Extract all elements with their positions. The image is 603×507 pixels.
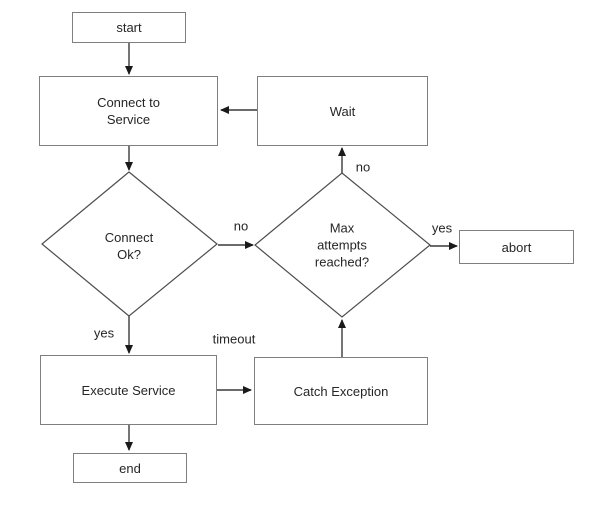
node-end-label: end xyxy=(119,460,141,476)
node-start-label: start xyxy=(116,20,142,35)
edge-label-connect-ok-yes: yes xyxy=(91,325,117,341)
decision-connect-ok-label: Connect Ok? xyxy=(104,230,154,262)
node-abort-label: abort xyxy=(501,239,532,255)
node-end: end xyxy=(73,453,187,483)
node-connect-to-service: Connect to Service xyxy=(39,76,218,146)
node-catch-exception: Catch Exception xyxy=(254,357,428,425)
node-execute-service-label: Execute Service xyxy=(81,382,176,398)
node-connect-to-service-label: Connect to Service xyxy=(97,95,160,127)
edge-label-timeout: timeout xyxy=(210,331,258,347)
node-wait-label: Wait xyxy=(329,103,356,119)
node-abort: abort xyxy=(459,230,574,264)
node-execute-service: Execute Service xyxy=(40,355,217,425)
edge-label-max-attempts-yes: yes xyxy=(429,220,455,236)
edge-label-connect-ok-no: no xyxy=(231,218,251,234)
node-start: start xyxy=(72,12,186,43)
node-wait: Wait xyxy=(257,76,428,146)
decision-max-attempts-shape xyxy=(254,172,431,318)
decision-max-attempts-label: Max attempts reached? xyxy=(314,220,370,270)
node-catch-exception-label: Catch Exception xyxy=(293,383,389,399)
edge-label-max-attempts-no: no xyxy=(353,159,373,175)
